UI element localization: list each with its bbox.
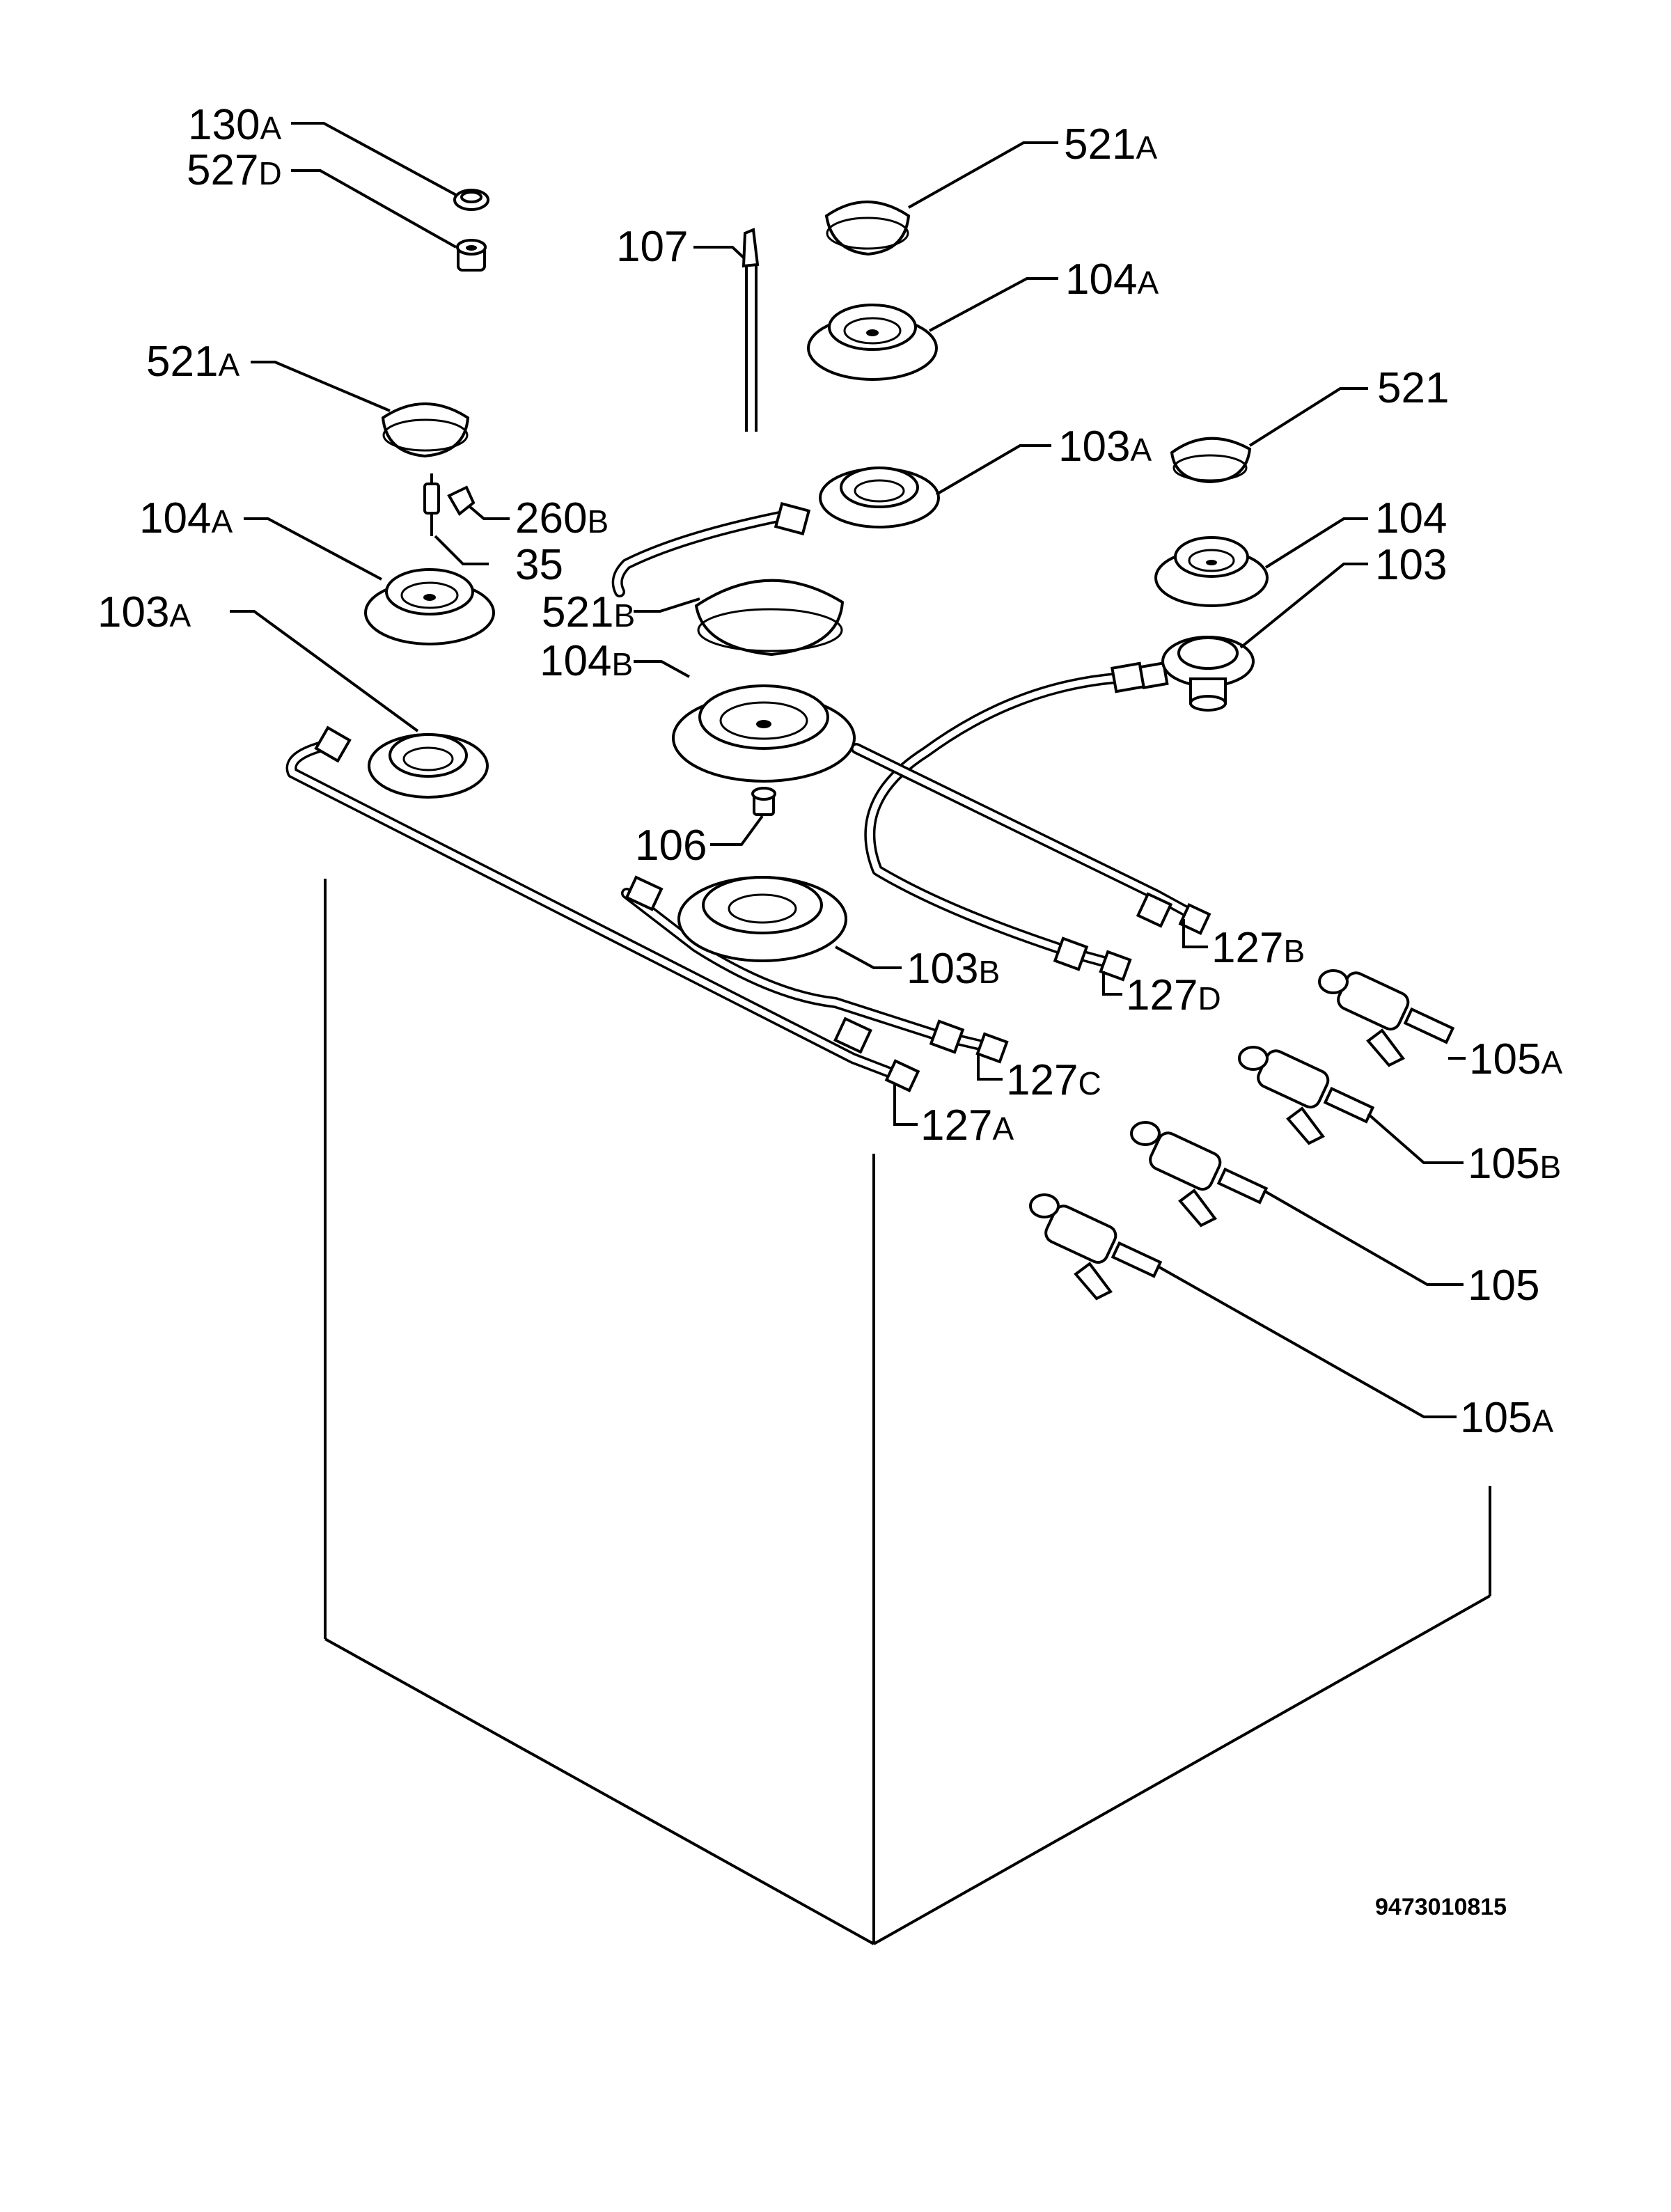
burner-cap-521a-top (824, 201, 911, 256)
burner-cap-521a-left (381, 402, 470, 458)
label-35: 35 (515, 541, 563, 589)
small-cap-130a (453, 189, 489, 211)
jet-527d (456, 239, 487, 272)
gas-tap-105b (1238, 1046, 1375, 1145)
label-105: 105 (1468, 1262, 1539, 1310)
label-105a-bottom: 105A (1460, 1394, 1553, 1442)
label-107: 107 (616, 223, 688, 271)
burner-crown-104a-top (807, 304, 938, 381)
label-260b: 260B (515, 494, 609, 542)
label-103b: 103B (907, 945, 1000, 993)
label-103a-left: 103A (97, 588, 191, 636)
label-127d: 127D (1126, 971, 1221, 1019)
burner-crown-104b (672, 684, 856, 783)
clip-260b (447, 485, 476, 517)
cabinet-outline (324, 879, 1491, 1945)
part-labels: 130A 527D 107 521A 104A 521A 521 103A 26… (97, 101, 1562, 1442)
burner-body-103b (677, 876, 847, 962)
label-521a-left: 521A (146, 338, 240, 386)
label-104a-top: 104A (1065, 256, 1159, 304)
gas-tap-105a-bottom (1029, 1193, 1163, 1301)
burner-body-103a-left (368, 733, 489, 799)
label-521b: 521B (542, 588, 635, 636)
label-103: 103 (1375, 541, 1447, 589)
spark-electrode-35 (423, 473, 440, 536)
gas-pipes (285, 501, 1211, 1092)
burner-cap-521 (1170, 437, 1252, 484)
label-521a-top: 521A (1064, 120, 1157, 168)
label-104a-left: 104A (139, 494, 233, 542)
burner-body-103 (1161, 636, 1255, 712)
label-527d: 527D (187, 146, 282, 194)
label-127c: 127C (1006, 1056, 1101, 1104)
label-130a: 130A (188, 101, 281, 149)
label-104b: 104B (540, 637, 633, 685)
injector-106 (751, 787, 776, 816)
label-105b: 105B (1468, 1140, 1561, 1188)
label-127b: 127B (1211, 924, 1305, 972)
label-104: 104 (1375, 494, 1447, 542)
burner-cap-521b (694, 579, 845, 657)
burner-crown-104 (1154, 536, 1269, 607)
label-105a-top: 105A (1469, 1035, 1562, 1083)
burner-body-103a-mid (819, 466, 940, 528)
burner-crown-104a-left (364, 568, 495, 645)
label-103a-mid: 103A (1058, 423, 1152, 471)
leader-lines (230, 122, 1466, 1418)
document-code: 9473010815 (1375, 1894, 1507, 1920)
label-521: 521 (1377, 364, 1449, 412)
gas-tap-105a-top (1318, 969, 1455, 1067)
thermocouple-107 (742, 228, 760, 432)
gas-tap-105 (1130, 1121, 1269, 1227)
label-106: 106 (635, 822, 707, 870)
label-127a: 127A (920, 1101, 1014, 1150)
